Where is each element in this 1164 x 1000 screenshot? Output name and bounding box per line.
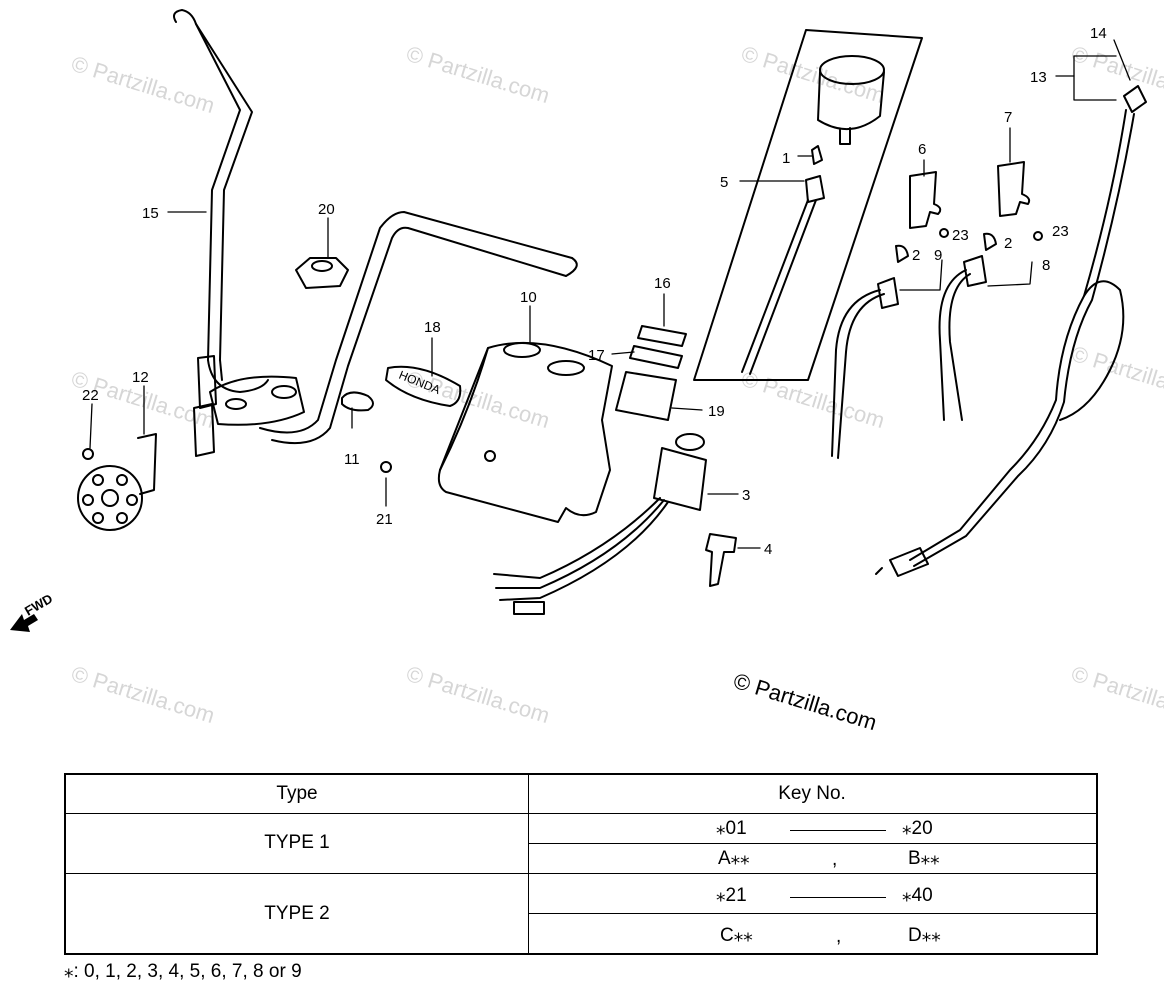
- callout-22: 22: [82, 387, 99, 404]
- type-2-label: TYPE 2: [264, 903, 330, 924]
- table-divider: [528, 843, 1096, 844]
- grommet-11: [341, 391, 374, 412]
- handlebar-15: [173, 9, 578, 457]
- table-divider: [528, 913, 1096, 914]
- callout-3: 3: [742, 487, 750, 504]
- callout-16: 16: [654, 275, 671, 292]
- callout-21: 21: [376, 511, 393, 528]
- type-1-alt-b: B⁎⁎: [908, 847, 940, 869]
- callout-10: 10: [520, 289, 537, 306]
- watermark: © Partzilla.com: [1069, 341, 1164, 408]
- watermark: © Partzilla.com: [404, 661, 553, 728]
- clip-23a: [939, 228, 949, 238]
- header-type: Type: [276, 783, 318, 804]
- type-2-separator: ,: [836, 926, 842, 947]
- harness-8: [938, 255, 987, 421]
- fwd-label: FWD: [22, 591, 55, 619]
- ignition-switch-3: [493, 433, 707, 615]
- callout-6: 6: [918, 141, 926, 158]
- watermark: © Partzilla.com: [1069, 661, 1164, 728]
- clip-23b: [1033, 231, 1043, 241]
- watermarks: © Partzilla.com © Partzilla.com © Partzi…: [69, 41, 1164, 728]
- callout-15: 15: [142, 205, 159, 222]
- watermark: © Partzilla.com: [69, 51, 218, 118]
- callout-labels: 1 2 2 3 4 5 6 7 8 9 10 11 12 13 14 15 16…: [82, 25, 1107, 558]
- horn-12: [77, 433, 157, 531]
- callout-4: 4: [764, 541, 772, 558]
- bulb-2a: [895, 244, 909, 263]
- callout-2: 2: [1004, 235, 1012, 252]
- key-table: Type Key No. TYPE 1 ⁎01 ⁎20 A⁎⁎ , B⁎⁎ TY…: [64, 773, 1098, 955]
- key-4: [705, 533, 737, 587]
- range-dash: [790, 897, 886, 898]
- callout-12: 12: [132, 369, 149, 386]
- table-divider: [66, 873, 1096, 874]
- strip-17: [629, 345, 683, 369]
- callout-8: 8: [1042, 257, 1050, 274]
- watermark: © Partzilla.com: [69, 661, 218, 728]
- speedometer-cable-13: [875, 85, 1147, 577]
- watermark: © Partzilla.com: [404, 41, 553, 108]
- callout-13: 13: [1030, 69, 1047, 86]
- watermark: © Partzilla.com: [404, 366, 553, 433]
- type-2-alt-b: D⁎⁎: [908, 924, 941, 946]
- cover-10: [437, 341, 613, 523]
- callout-23: 23: [1052, 223, 1069, 240]
- type-1-separator: ,: [832, 849, 838, 870]
- type-2-range-start: ⁎21: [716, 884, 747, 906]
- bulb-2b: [983, 232, 997, 251]
- socket-6: [909, 171, 942, 229]
- washer-21: [380, 461, 392, 473]
- range-dash: [790, 830, 886, 831]
- callout-9: 9: [934, 247, 942, 264]
- harness-9: [831, 277, 899, 459]
- callout-20: 20: [318, 201, 335, 218]
- header-key-no: Key No.: [778, 783, 846, 804]
- callout-1: 1: [782, 150, 790, 167]
- callout-23: 23: [952, 227, 969, 244]
- type-1-range-end: ⁎20: [902, 817, 933, 839]
- callout-14: 14: [1090, 25, 1107, 42]
- callout-11: 11: [344, 451, 360, 468]
- callout-2: 2: [912, 247, 920, 264]
- strip-19: [615, 371, 677, 421]
- watermark: © Partzilla.com: [739, 41, 888, 108]
- emblem-18: [385, 365, 462, 407]
- fwd-arrow: [10, 614, 38, 632]
- callout-5: 5: [720, 174, 728, 191]
- callout-7: 7: [1004, 109, 1012, 126]
- table-column-divider: [528, 775, 529, 953]
- type-1-label: TYPE 1: [264, 832, 330, 853]
- callout-19: 19: [708, 403, 725, 420]
- type-1-range-start: ⁎01: [716, 817, 747, 839]
- callout-18: 18: [424, 319, 441, 336]
- socket-7: [997, 161, 1031, 217]
- type-1-alt-a: A⁎⁎: [718, 847, 750, 869]
- type-2-alt-a: C⁎⁎: [720, 924, 753, 946]
- strip-16: [637, 325, 687, 347]
- bolt-22: [82, 448, 94, 460]
- footnote: ⁎: 0, 1, 2, 3, 4, 5, 6, 7, 8 or 9: [64, 961, 302, 982]
- watermark: © Partzilla.com: [739, 366, 888, 433]
- nut-20: [295, 257, 349, 289]
- watermark: © Partzilla.com: [1069, 41, 1164, 108]
- type-2-range-end: ⁎40: [902, 884, 933, 906]
- leader-lines: [89, 39, 1131, 549]
- table-divider: [66, 813, 1096, 814]
- meter-assembly-5: [693, 29, 923, 381]
- callout-17: 17: [588, 347, 605, 364]
